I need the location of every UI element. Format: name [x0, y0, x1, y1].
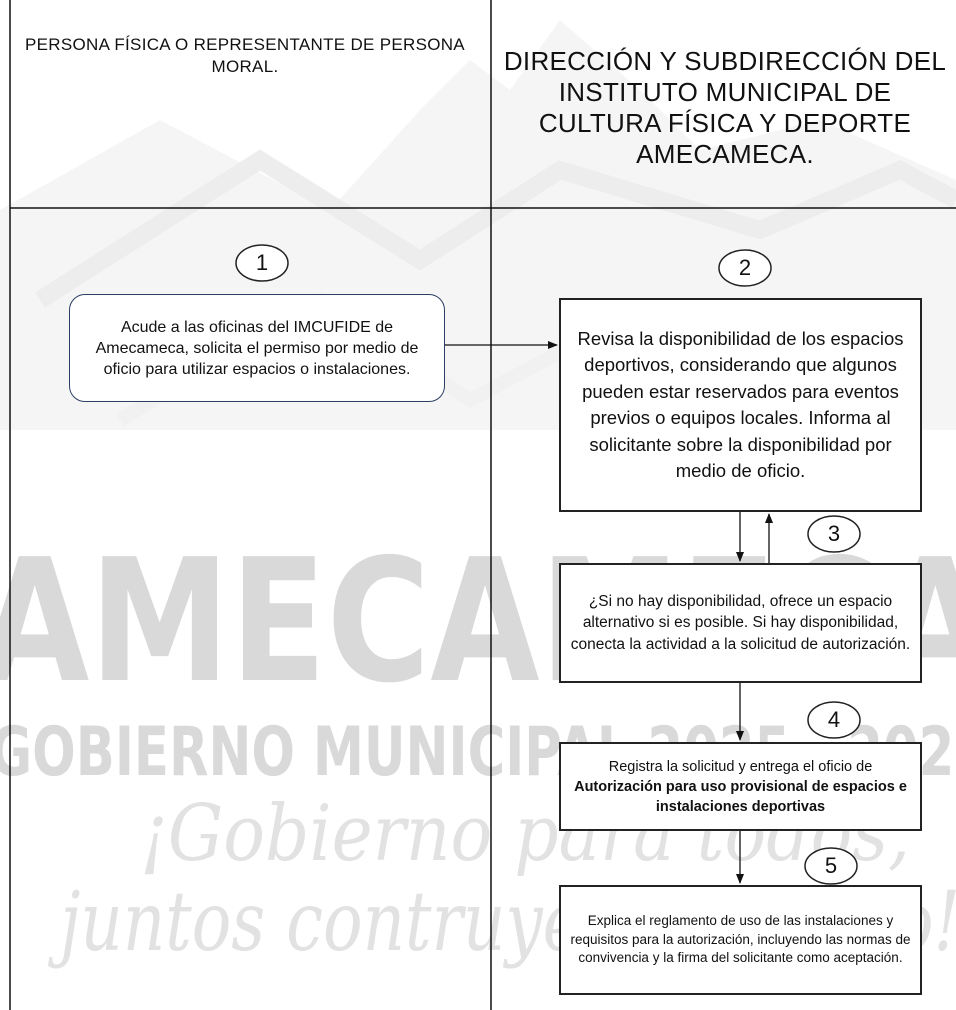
step-3-text: ¿Si no hay disponibilidad, ofrece un esp…: [570, 592, 911, 653]
step-5-box: Explica el reglamento de uso de las inst…: [559, 885, 922, 995]
step-3-number: 3: [827, 521, 841, 546]
step-2-circle: [718, 249, 772, 287]
step-4-text-wrapper: Registra la solicitud y entrega el ofici…: [567, 757, 914, 817]
step-4-text: Registra la solicitud y entrega el ofici…: [608, 758, 873, 775]
step-3-box: ¿Si no hay disponibilidad, ofrece un esp…: [559, 563, 922, 683]
step-1-circle: [235, 244, 289, 282]
step-3-circle: [807, 515, 861, 553]
step-4-box: Registra la solicitud y entrega el ofici…: [559, 742, 922, 831]
step-5-circle: [804, 847, 858, 885]
column-title-applicant: PERSONA FÍSICA O REPRESENTANTE DE PERSON…: [25, 35, 465, 76]
step-4-text-bold: Autorización para uso provisional de esp…: [574, 778, 907, 815]
step-2-number: 2: [738, 255, 752, 280]
step-1-text: Acude a las oficinas del IMCUFIDE de Ame…: [95, 318, 419, 378]
step-2-box: Revisa la disponibilidad de los espacios…: [559, 298, 922, 512]
step-4-number: 4: [827, 707, 841, 732]
step-1-number: 1: [255, 250, 269, 275]
step-4-circle: [807, 701, 861, 739]
column-title-direction: DIRECCIÓN Y SUBDIRECCIÓN DEL INSTITUTO M…: [503, 46, 947, 169]
step-2-text: Revisa la disponibilidad de los espacios…: [577, 327, 904, 482]
step-5-number: 5: [824, 853, 838, 878]
step-5-text: Explica el reglamento de uso de las inst…: [570, 913, 911, 966]
step-1-box: Acude a las oficinas del IMCUFIDE de Ame…: [69, 294, 445, 402]
